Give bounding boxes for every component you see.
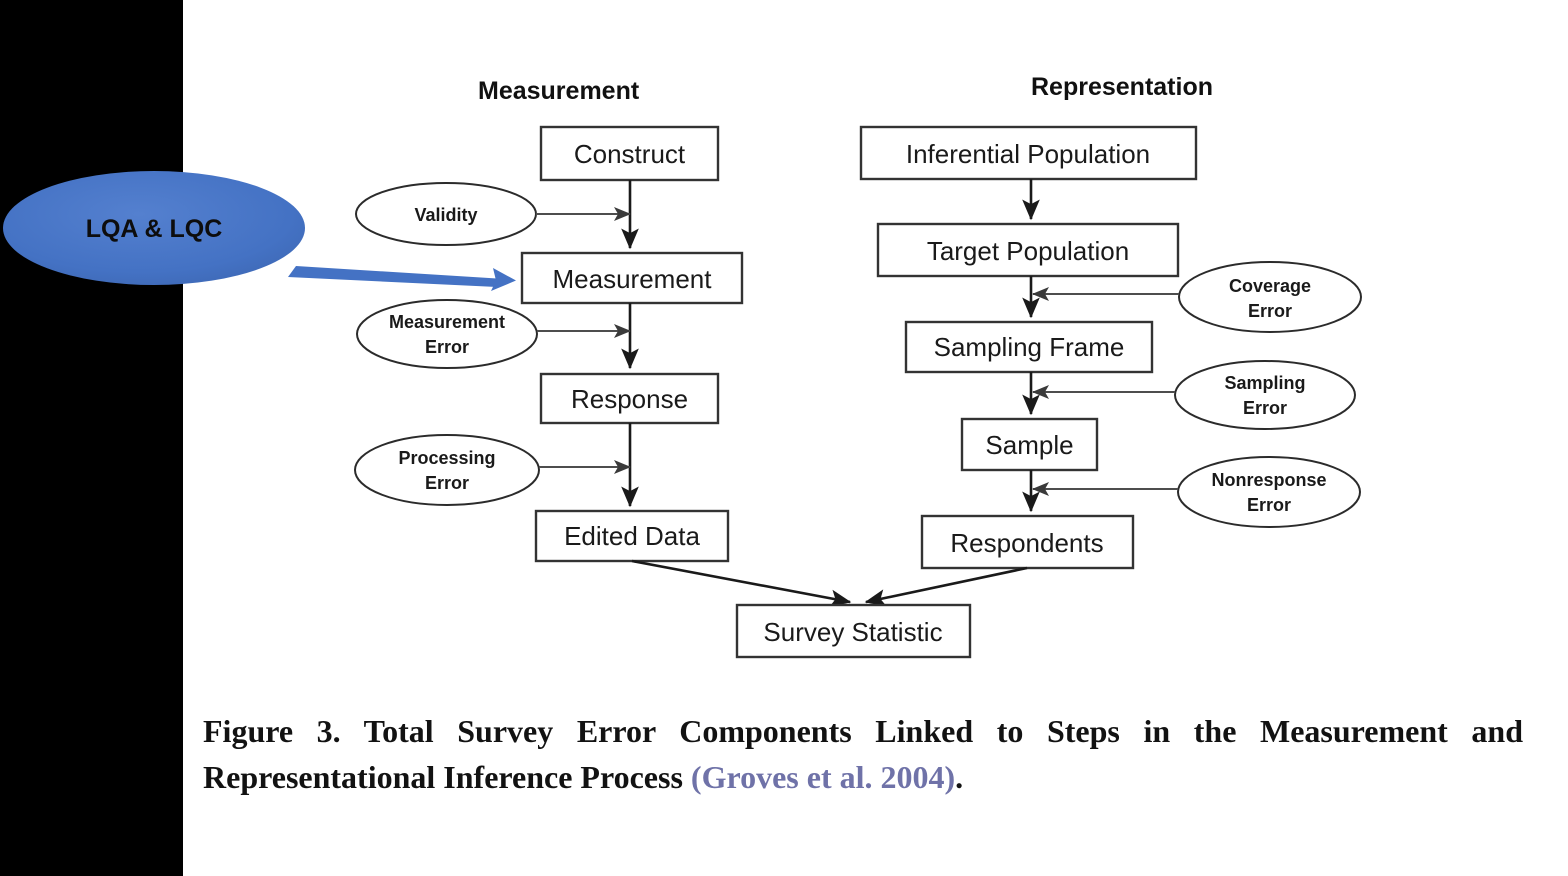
node-construct-label: Construct [574, 139, 686, 169]
node-measurement-label: Measurement [553, 264, 713, 294]
arrow-respondents-to-survey-statistic [864, 566, 1028, 607]
node-respondents: Respondents [920, 514, 1135, 570]
error-source-measurement-error: Measurement Error [356, 299, 538, 369]
node-inferential-population: Inferential Population [859, 125, 1198, 181]
error-source-processing-error: Processing Error [354, 434, 540, 506]
callout-arrowhead [491, 268, 516, 291]
error-source-measurement-error-line2: Error [425, 337, 469, 357]
error-source-sampling-error: Sampling Error [1174, 360, 1356, 430]
node-construct: Construct [539, 125, 720, 182]
node-respondents-label: Respondents [950, 528, 1103, 558]
figure-caption-main: Figure 3. Total Survey Error Components … [203, 713, 1523, 795]
column-heading-measurement: Measurement [478, 77, 640, 105]
error-source-coverage-error-line2: Error [1248, 301, 1292, 321]
callout-lqa-lqc[interactable]: LQA & LQC [3, 171, 516, 291]
node-edited-data-label: Edited Data [564, 521, 700, 551]
error-source-processing-error-line1: Processing [398, 448, 495, 468]
node-response: Response [539, 372, 720, 425]
node-target-population-label: Target Population [927, 236, 1129, 266]
error-source-validity: Validity [355, 182, 537, 246]
callout-label: LQA & LQC [86, 215, 223, 243]
error-source-measurement-error-line1: Measurement [389, 312, 505, 332]
figure-caption: Figure 3. Total Survey Error Components … [203, 708, 1523, 800]
error-source-coverage-error: Coverage Error [1178, 261, 1362, 333]
column-heading-representation: Representation [1031, 73, 1213, 101]
node-edited-data: Edited Data [534, 509, 730, 563]
node-survey-statistic: Survey Statistic [735, 603, 972, 659]
error-source-processing-error-line2: Error [425, 473, 469, 493]
error-source-validity-label: Validity [414, 205, 477, 225]
left-margin-band [0, 0, 183, 876]
survey-error-diagram: Construct Validity Measurement Measureme… [3, 125, 1362, 659]
arrow-edited-data-to-survey-statistic [631, 559, 852, 608]
node-sampling-frame: Sampling Frame [904, 320, 1154, 374]
error-source-sampling-error-line1: Sampling [1224, 373, 1305, 393]
error-source-coverage-error-line1: Coverage [1229, 276, 1311, 296]
node-target-population: Target Population [876, 222, 1180, 278]
node-sample-label: Sample [985, 430, 1073, 460]
node-sample: Sample [960, 417, 1099, 472]
error-source-nonresponse-error-line1: Nonresponse [1211, 470, 1326, 490]
node-sampling-frame-label: Sampling Frame [934, 332, 1125, 362]
node-response-label: Response [571, 384, 688, 414]
node-measurement: Measurement [520, 251, 744, 305]
figure-caption-citation: (Groves et al. 2004) [690, 759, 956, 795]
error-source-nonresponse-error: Nonresponse Error [1177, 456, 1361, 528]
figure-caption-period: . [955, 759, 964, 795]
node-inferential-population-label: Inferential Population [906, 139, 1150, 169]
error-source-sampling-error-line2: Error [1243, 398, 1287, 418]
callout-ellipse-shape [3, 171, 305, 285]
node-survey-statistic-label: Survey Statistic [763, 617, 942, 647]
callout-arrow-shaft [288, 266, 505, 287]
error-source-nonresponse-error-line2: Error [1247, 495, 1291, 515]
